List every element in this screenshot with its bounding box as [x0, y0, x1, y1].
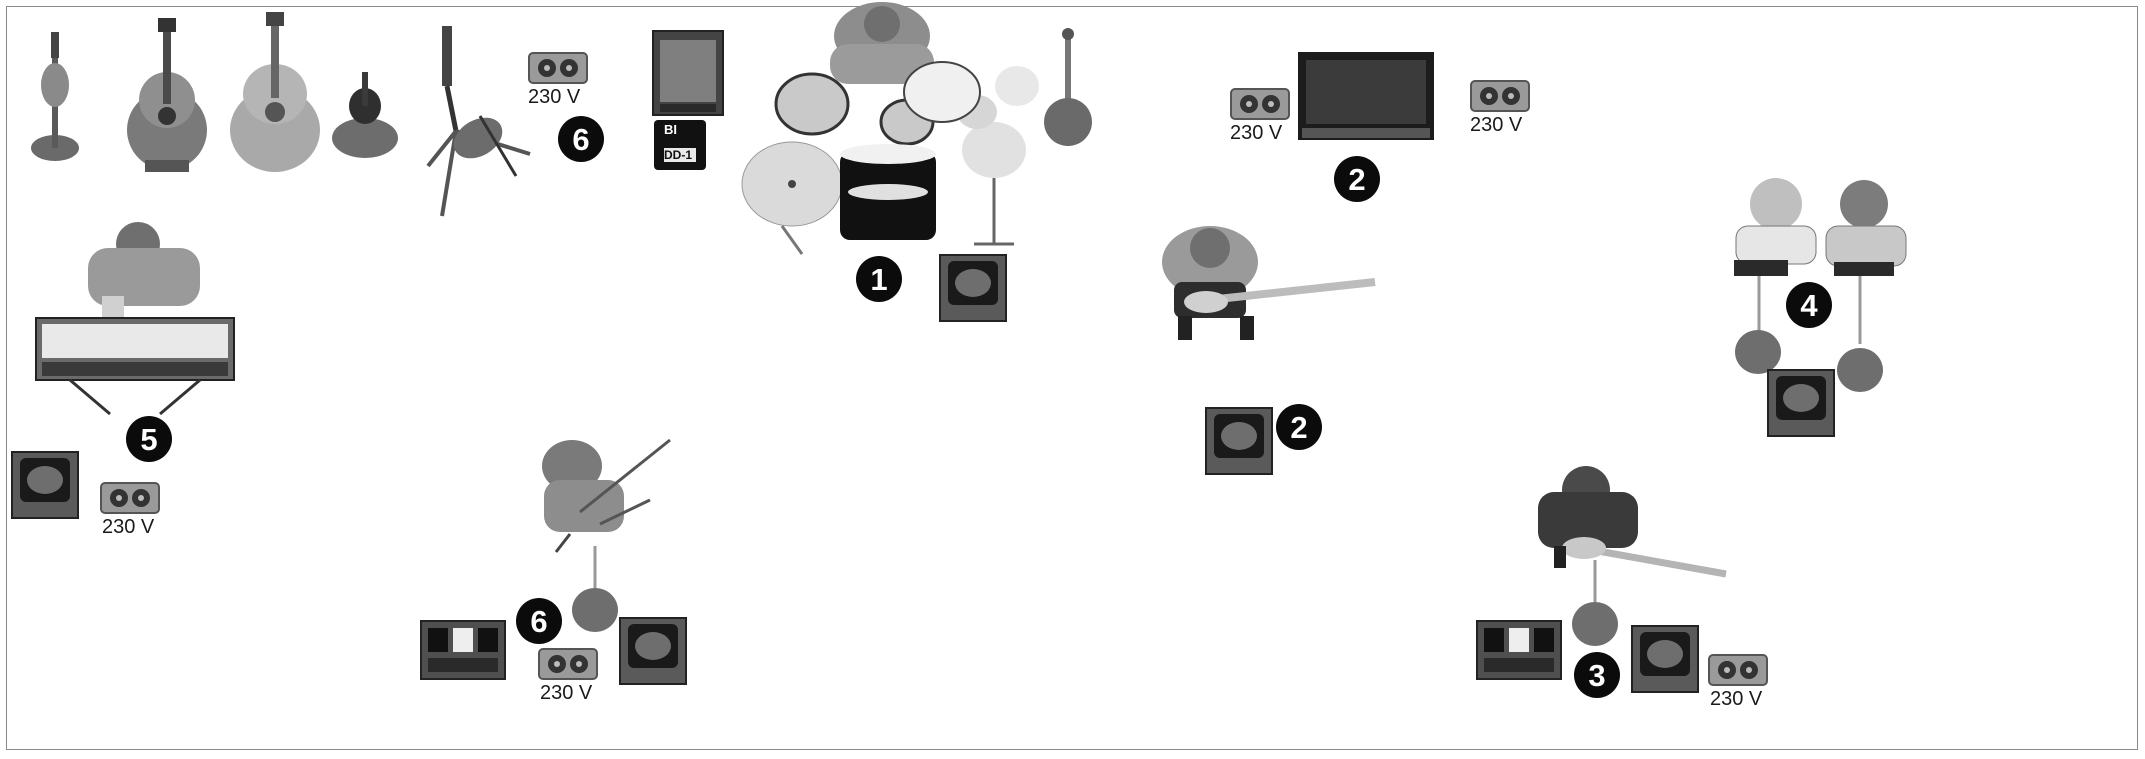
marker-3-guitar: 3 — [1574, 652, 1620, 698]
marker-4-vocals: 4 — [1786, 282, 1832, 328]
seated-player-icon — [530, 434, 680, 554]
mic-stand-icon — [570, 546, 620, 636]
bass-amp-icon — [1296, 50, 1436, 142]
pedal-brand: BI — [664, 122, 677, 137]
pedalboard-icon — [1476, 620, 1562, 680]
stage-monitor-icon — [1204, 406, 1274, 476]
mandolin-icon — [330, 68, 400, 160]
outlet-voltage-label: 230 V — [528, 86, 580, 109]
stage-monitor-icon — [10, 450, 80, 520]
power-outlet-icon — [528, 52, 588, 86]
outlet-voltage-label: 230 V — [1230, 122, 1282, 145]
power-outlet-icon — [1230, 88, 1290, 122]
outlet-voltage-label: 230 V — [540, 682, 592, 705]
drum-kit-icon — [742, 4, 1102, 254]
mic-stand-icon — [420, 26, 540, 221]
guitar-stand-icon — [30, 30, 80, 170]
marker-1-drums: 1 — [856, 256, 902, 302]
stage-monitor-icon — [618, 616, 688, 686]
outlet-voltage-label: 230 V — [1710, 688, 1762, 711]
marker-6-top: 6 — [558, 116, 604, 162]
stage-monitor-icon — [938, 253, 1008, 323]
pedalboard-icon — [420, 620, 506, 680]
mic-stand-icon — [1570, 560, 1620, 650]
outlet-voltage-label: 230 V — [102, 516, 154, 539]
marker-2-bass-monitor: 2 — [1276, 404, 1322, 450]
bass-player-icon — [1160, 212, 1380, 342]
outlet-voltage-label: 230 V — [1470, 114, 1522, 137]
guitar-player-icon — [1530, 462, 1730, 572]
effect-pedal-icon — [654, 120, 706, 170]
acoustic-guitar-icon — [228, 12, 323, 176]
power-outlet-icon — [1708, 654, 1768, 688]
power-outlet-icon — [1470, 80, 1530, 114]
keyboard-player-icon — [30, 218, 240, 418]
power-outlet-icon — [538, 648, 598, 682]
pedal-model: DD-1 — [664, 148, 692, 162]
guitar-amp-icon — [652, 30, 724, 118]
stage-monitor-icon — [1766, 368, 1836, 438]
power-outlet-icon — [100, 482, 160, 516]
marker-5-keys: 5 — [126, 416, 172, 462]
marker-6-bottom: 6 — [516, 598, 562, 644]
stage-monitor-icon — [1630, 624, 1700, 694]
twelve-string-guitar-icon — [125, 18, 210, 176]
marker-2-bass-amp: 2 — [1334, 156, 1380, 202]
